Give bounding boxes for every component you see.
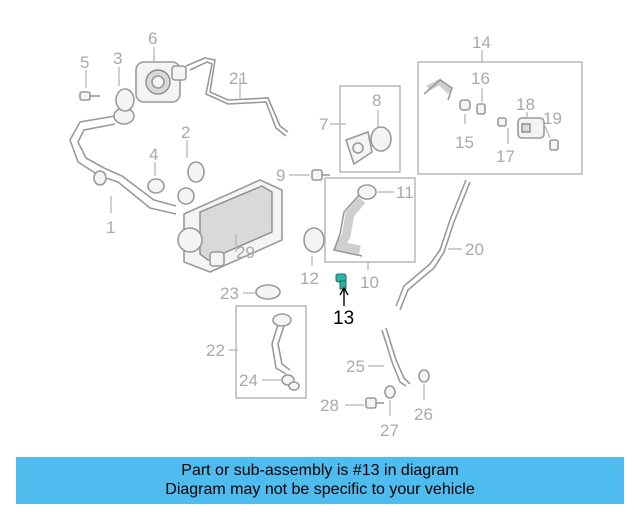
washer-part-4 [147,178,165,194]
egr-pipe-part-1-inner [77,123,177,207]
group-frame-7-8 [339,85,401,173]
bolt-part-19 [549,139,559,151]
egr-pipe-part-21 [185,57,289,133]
leader-arrow-13 [339,286,349,306]
callout-2: 2 [181,123,190,142]
callout-22: 22 [206,341,225,360]
callout-24: 24 [239,371,258,390]
callout-12: 12 [300,269,319,288]
bolt-part-5 [79,91,100,101]
hose-part-10-outline [332,193,363,257]
bolt-part-28 [365,397,384,409]
clamp-part-11 [357,184,377,200]
thermostat-housing-part-7 [344,130,373,166]
callout-3: 3 [113,49,122,68]
callout-21: 21 [229,69,248,88]
pipe-part-25-inner [385,327,411,385]
callout-9: 9 [276,166,285,185]
egr-pipe-part-21-inner [189,61,287,137]
parts-diagram: 1 2 3 4 5 6 7 8 9 10 11 12 13 14 15 16 1… [69,29,583,440]
hose-part-14-outline [423,78,453,101]
callout-6: 6 [148,29,157,48]
tube-part-20-inner [399,181,471,311]
callout-27: 27 [380,421,399,440]
group-frame-22-24 [235,305,307,399]
fitting-part-15 [459,99,471,111]
callout-10: 10 [360,273,379,292]
gasket-part-2b [177,187,195,205]
flange-part-22 [272,313,292,327]
callout-7: 7 [319,115,328,134]
banner-line-2: Diagram may not be specific to your vehi… [165,481,475,498]
gasket-part-8 [370,126,392,152]
gasket-part-2 [187,161,205,183]
egr-pipe-part-1 [69,115,177,215]
callout-11: 11 [396,183,414,202]
callout-4: 4 [149,145,158,164]
pipe-part-22 [271,317,287,375]
group-frame-10-11 [324,177,416,263]
pipe-clamp-part-1 [93,170,107,186]
gasket-part-12 [303,227,325,253]
callout-5: 5 [80,53,89,72]
bolt-part-16 [476,103,486,115]
callout-19: 19 [543,109,562,128]
callout-8: 8 [372,91,381,110]
callout-16: 16 [471,69,490,88]
hose-part-10 [332,197,366,255]
callout-26: 26 [414,405,433,424]
o-ring-part-24b [288,381,300,391]
gasket-part-3 [115,88,135,112]
pipe-part-22-inner [277,319,291,371]
sensor-part-18 [517,117,545,139]
group-frame-14 [417,61,583,175]
callout-25: 25 [346,357,365,376]
gasket-part-23 [255,284,281,300]
callout-13[interactable]: 13 [333,308,354,329]
callout-23: 23 [220,284,239,303]
callout-15: 15 [455,133,474,152]
bolt-part-17 [497,117,507,127]
washer-part-27 [384,385,396,399]
banner-line-1: Part or sub-assembly is #13 in diagram [181,462,459,479]
callout-29: 29 [236,243,255,262]
egr-valve-part-6 [135,61,187,103]
leader-lines [85,47,551,416]
egr-cooler-part-29 [177,179,283,273]
callout-20: 20 [465,240,484,259]
pipe-part-25 [381,329,407,387]
callout-1: 1 [106,218,115,237]
o-ring-part-26 [418,369,430,383]
bolt-part-9 [311,169,330,181]
callout-18: 18 [516,95,535,114]
tube-part-20 [395,179,467,307]
callout-17: 17 [496,147,515,166]
bolt-part-13[interactable] [335,273,347,290]
callout-14: 14 [472,33,491,52]
info-banner: Part or sub-assembly is #13 in diagram D… [16,457,624,504]
callout-28: 28 [320,396,339,415]
